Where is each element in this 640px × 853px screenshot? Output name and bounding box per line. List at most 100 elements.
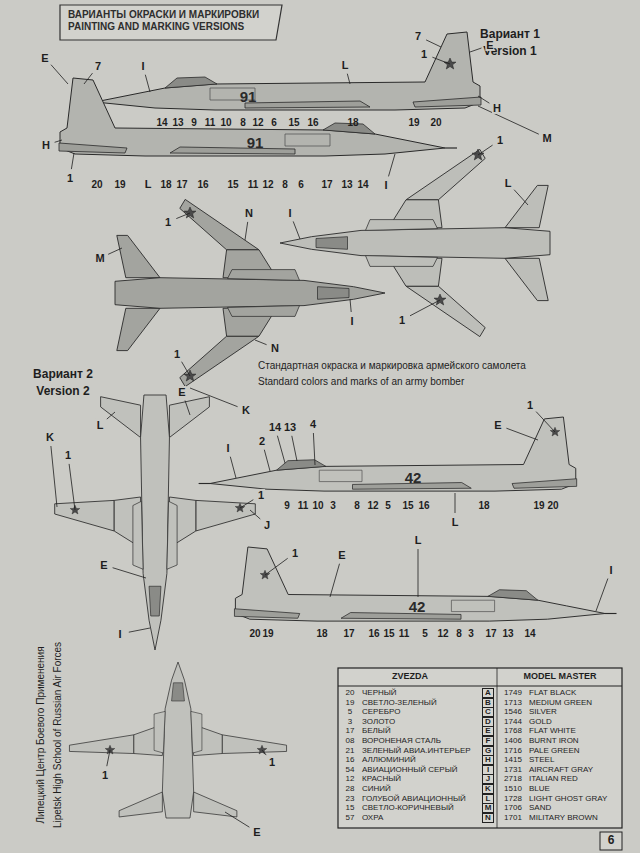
leader-line <box>108 248 122 254</box>
color-letter: G <box>482 746 494 756</box>
callout-number: 12 <box>367 500 378 511</box>
leader-line <box>277 436 285 463</box>
color-letter: L <box>482 794 494 804</box>
table-cell: 54 <box>346 765 355 774</box>
callout-number: 17 <box>485 628 496 639</box>
table-header: ZVEZDA <box>392 672 428 682</box>
leader-line <box>292 436 297 461</box>
version-heading: Вариант 2 <box>33 368 93 381</box>
callout: L <box>414 534 423 546</box>
table-cell: BURNT IRON <box>529 737 579 746</box>
callout: L <box>504 177 513 189</box>
callout-number: 20 <box>547 500 558 511</box>
leader-line <box>262 750 266 755</box>
color-table <box>338 668 622 828</box>
leader-line <box>51 446 57 507</box>
table-cell: 57 <box>346 813 355 822</box>
side-profile <box>83 32 481 110</box>
table-cell: 21 <box>346 746 355 755</box>
callout-number: 8 <box>240 117 246 128</box>
side-profile <box>199 417 577 491</box>
leader-line <box>389 154 396 176</box>
table-cell: LIGHT GHOST GRAY <box>529 794 607 803</box>
leader-line <box>350 299 351 312</box>
star-marking <box>434 294 446 305</box>
leader-line <box>470 48 482 52</box>
callout-number: 11 <box>399 628 410 639</box>
version-heading: Version 2 <box>36 385 89 398</box>
table-cell: GOLD <box>529 717 552 726</box>
callout: E <box>337 549 346 561</box>
table-cell: 1768 <box>504 727 522 736</box>
callout-number: 20 <box>249 628 260 639</box>
table-cell: 19 <box>346 698 355 707</box>
leader-line <box>245 222 248 240</box>
color-letter: K <box>482 784 494 794</box>
callout-number: 5 <box>385 500 391 511</box>
callout: I <box>117 628 122 640</box>
table-cell: FLAT WHITE <box>529 727 576 736</box>
callout-number: 15 <box>288 117 299 128</box>
callout: M <box>94 252 105 264</box>
callout: I <box>225 442 230 454</box>
callout: L <box>451 516 460 528</box>
callout-number: 20 <box>430 117 441 128</box>
callout-number: 14 <box>156 117 167 128</box>
side-profile <box>234 547 616 621</box>
callout-number: 16 <box>197 179 208 190</box>
color-letter: F <box>482 736 494 746</box>
callout: 1 <box>496 134 504 146</box>
callout: 1 <box>173 348 181 360</box>
leader-line <box>113 568 146 578</box>
callout-number: 19 <box>114 179 125 190</box>
table-cell: ВОРОНЕНАЯ СТАЛЬ <box>362 737 441 746</box>
color-letter: A <box>482 688 494 698</box>
table-cell: 1749 <box>504 689 522 698</box>
callout-number: 13 <box>172 117 183 128</box>
callout: I <box>383 179 388 191</box>
color-letter: H <box>482 755 494 765</box>
leader-line <box>313 433 315 465</box>
table-cell: ОХРА <box>362 813 383 822</box>
callout: E <box>493 419 502 431</box>
callout: 7 <box>94 60 102 72</box>
callout: N <box>244 207 254 219</box>
callout-number: 14 <box>357 179 368 190</box>
table-cell: АЛЛЮМИНИЙ <box>362 756 416 765</box>
callout: L <box>96 419 105 431</box>
color-letter: I <box>482 765 494 775</box>
callout-number: 16 <box>418 500 429 511</box>
leader-line <box>225 812 249 827</box>
callout: E <box>485 39 494 51</box>
star-marking <box>444 58 456 69</box>
callout-number: 17 <box>343 628 354 639</box>
callout-number: 15 <box>383 628 394 639</box>
tail-number: 42 <box>405 470 422 487</box>
callout: 1 <box>526 399 534 411</box>
table-cell: 1701 <box>504 813 522 822</box>
callout: L <box>144 178 153 190</box>
callout-number: 14 <box>524 628 535 639</box>
table-cell: FLAT BLACK <box>529 689 576 698</box>
leader-line <box>596 579 608 612</box>
callout-number: 11 <box>205 117 216 128</box>
vertical-note: Lipetsk High School of Russian Air Force… <box>52 642 63 828</box>
table-cell: 1510 <box>504 785 522 794</box>
leader-line <box>514 190 528 205</box>
callout: I <box>608 564 613 576</box>
vertical-note: Липецкий Центр Боевого Применения <box>35 646 46 823</box>
leader-line <box>265 558 288 575</box>
leader-line <box>478 145 493 155</box>
table-cell: СВЕТЛО-КОРИЧНЕВЫЙ <box>362 804 454 813</box>
callout-number: 10 <box>312 500 323 511</box>
leader-line <box>264 450 270 471</box>
leader-line <box>506 428 538 440</box>
callout-number: 17 <box>321 179 332 190</box>
leader-line <box>255 340 267 345</box>
leader-line <box>51 65 68 84</box>
color-letter: D <box>482 717 494 727</box>
leader-line <box>250 510 260 519</box>
callout: M <box>541 132 552 144</box>
callout: E <box>99 559 108 571</box>
table-cell: SAND <box>529 804 551 813</box>
